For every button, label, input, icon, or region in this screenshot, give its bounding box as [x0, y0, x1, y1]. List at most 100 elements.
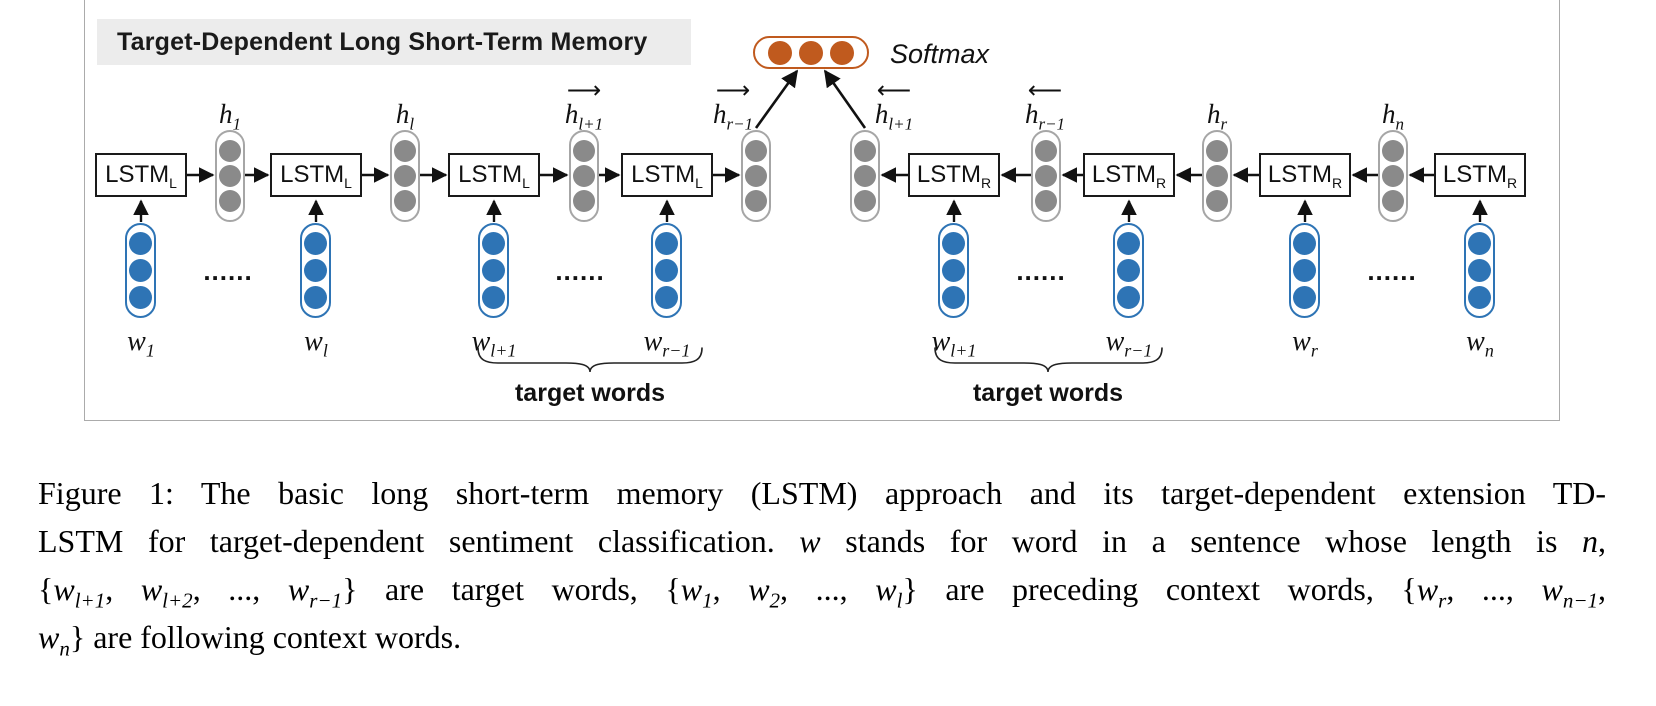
- neuron-circle: [394, 190, 416, 212]
- neuron-circle: [304, 232, 327, 255]
- lstm-r-box-1: LSTMR: [908, 153, 1000, 197]
- lstm-l-box-2: LSTML: [270, 153, 362, 197]
- neuron-circle: [942, 286, 965, 309]
- neuron-circle: [1382, 140, 1404, 162]
- neuron-circle: [219, 165, 241, 187]
- input-arrows: [133, 199, 1488, 222]
- w-base: w: [643, 326, 663, 357]
- w-base: w: [1466, 326, 1485, 357]
- h-sub: l: [409, 114, 415, 134]
- word-vector-wr: [1289, 223, 1320, 318]
- lstm-sub: R: [980, 174, 992, 191]
- w-sub: r−1: [1124, 340, 1153, 361]
- lstm-sub: L: [522, 174, 530, 191]
- h-sub: r: [1220, 114, 1228, 134]
- caption-line-3: {wl+1, wl+2, ..., wr−1} are target words…: [38, 571, 1607, 613]
- lstm-l-box-3: LSTML: [448, 153, 540, 197]
- neuron-circle: [1382, 190, 1404, 212]
- h-label-overarrow: ⟵: [1027, 76, 1063, 104]
- hidden-label-hn: hn: [1382, 82, 1404, 137]
- neuron-circle: [745, 190, 767, 212]
- h-base: h: [1024, 99, 1039, 129]
- h-base: h: [564, 99, 579, 129]
- neuron-circle: [655, 259, 678, 282]
- neuron-circle: [1206, 140, 1228, 162]
- neuron-circle: [854, 140, 876, 162]
- word-label-wr: wr: [1292, 326, 1318, 362]
- h-sub: 1: [232, 114, 242, 134]
- lstm-label: LSTM: [280, 161, 345, 188]
- w-base: w: [931, 326, 951, 357]
- w-base: w: [471, 326, 491, 357]
- hidden-state-vector-hn: [1378, 130, 1408, 222]
- softmax-arrows: [754, 69, 867, 129]
- lstm-r-box-3: LSTMR: [1259, 153, 1351, 197]
- h-label-overarrow: ⟵: [876, 76, 912, 104]
- figure-caption: Figure 1: The basic long short-term memo…: [38, 469, 1606, 661]
- lstm-label: LSTM: [1442, 161, 1507, 188]
- lstm-label: LSTM: [916, 161, 981, 188]
- neuron-circle: [830, 40, 854, 65]
- neuron-circle: [1468, 232, 1491, 255]
- h-sub: l+1: [578, 114, 604, 134]
- word-label-wl1-right: wl+1: [932, 326, 977, 362]
- word-label-wl: wl: [304, 326, 328, 362]
- h-base: h: [1382, 99, 1396, 129]
- neuron-circle: [482, 232, 505, 255]
- neuron-circle: [1293, 259, 1316, 282]
- word-vector-wl1-left: [478, 223, 509, 318]
- neuron-circle: [1293, 232, 1316, 255]
- neuron-circle: [129, 232, 152, 255]
- w-sub: n: [1484, 340, 1494, 361]
- hidden-state-vector-hl: [390, 130, 420, 222]
- neuron-circle: [1293, 286, 1316, 309]
- figure-title: Target-Dependent Long Short-Term Memory: [97, 19, 691, 65]
- hidden-label-hl1-forward: ⟶hl+1: [564, 78, 604, 137]
- lstm-sub: R: [1506, 174, 1518, 191]
- neuron-circle: [1117, 286, 1140, 309]
- hidden-state-vector-hl1-backward: [850, 130, 880, 222]
- neuron-circle: [1035, 190, 1057, 212]
- lstm-label: LSTM: [458, 161, 523, 188]
- neuron-circle: [573, 190, 595, 212]
- neuron-circle: [1206, 190, 1228, 212]
- w-sub: 1: [145, 340, 155, 361]
- neuron-circle: [1468, 259, 1491, 282]
- neuron-circle: [573, 140, 595, 162]
- neuron-circle: [1035, 165, 1057, 187]
- lstm-r-box-2: LSTMR: [1083, 153, 1175, 197]
- word-vector-wr1-right: [1113, 223, 1144, 318]
- h-sub: l+1: [888, 114, 914, 134]
- caption-line-2: LSTM for target-dependent sentiment clas…: [38, 523, 1606, 559]
- hidden-state-vector-h1: [215, 130, 245, 222]
- neuron-circle: [745, 165, 767, 187]
- h-base: h: [712, 99, 727, 129]
- hidden-state-vector-hr: [1202, 130, 1232, 222]
- ellipsis-dots: ......: [1016, 256, 1066, 286]
- softmax-node: [753, 36, 869, 69]
- neuron-circle: [219, 140, 241, 162]
- w-sub: r−1: [662, 340, 691, 361]
- h-base: h: [874, 99, 889, 129]
- h-base: h: [395, 99, 410, 129]
- caption-line-1: Figure 1: The basic long short-term memo…: [38, 475, 1606, 511]
- hidden-label-hr: hr: [1207, 82, 1227, 137]
- w-base: w: [1292, 326, 1311, 357]
- neuron-circle: [942, 232, 965, 255]
- h-label-overarrow: ⟶: [715, 76, 751, 104]
- neuron-circle: [394, 140, 416, 162]
- lstm-sub: L: [695, 174, 703, 191]
- lstm-sub: L: [169, 174, 177, 191]
- figure-border-box: [84, 0, 1560, 421]
- neuron-circle: [394, 165, 416, 187]
- word-label-wl1-left: wl+1: [472, 326, 517, 362]
- word-vector-wn: [1464, 223, 1495, 318]
- neuron-circle: [745, 140, 767, 162]
- lstm-label: LSTM: [1091, 161, 1156, 188]
- h-sub: r−1: [726, 114, 754, 134]
- hidden-state-vector-hr1-forward: [741, 130, 771, 222]
- neuron-circle: [304, 259, 327, 282]
- underbrace-right: [934, 347, 1163, 373]
- underbrace-left: [477, 347, 703, 373]
- lstm-sub: R: [1331, 174, 1343, 191]
